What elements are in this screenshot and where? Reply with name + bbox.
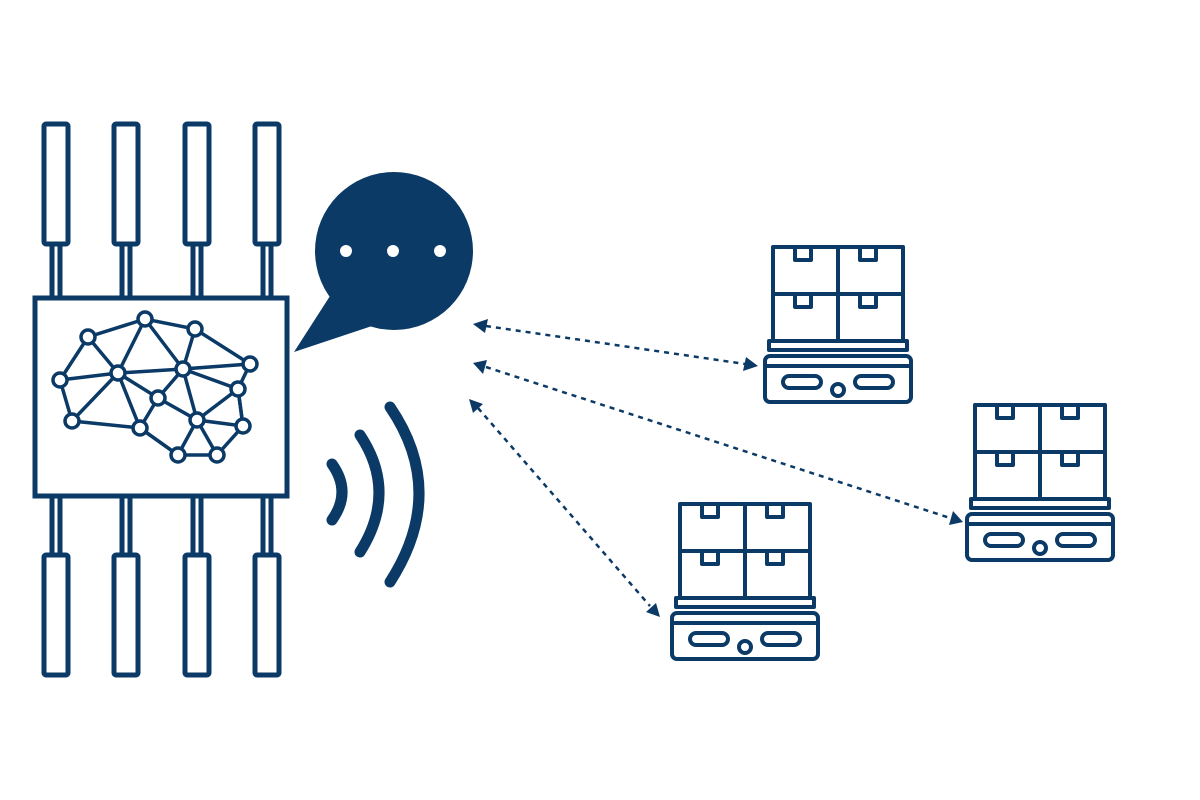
warehouse-robot-icon xyxy=(965,403,1115,562)
communication-links xyxy=(477,324,951,607)
link-robot-1 xyxy=(485,324,746,366)
wireless-signal-icon xyxy=(326,401,425,588)
chip-bottom-pins xyxy=(41,496,282,678)
link-arrowheads xyxy=(469,319,963,617)
brain-nodes xyxy=(51,310,259,464)
chip-top-pins xyxy=(41,121,282,298)
warehouse-robot-icon xyxy=(670,502,820,661)
link-robot-2 xyxy=(485,365,951,520)
ai-chip-icon xyxy=(32,121,290,678)
warehouse-robot-icon xyxy=(763,245,913,404)
speech-bubble-icon xyxy=(294,172,473,352)
link-robot-3 xyxy=(477,407,651,607)
bubble-dot xyxy=(340,245,352,257)
bubble-dot xyxy=(387,245,399,257)
bubble-dot xyxy=(434,245,446,257)
